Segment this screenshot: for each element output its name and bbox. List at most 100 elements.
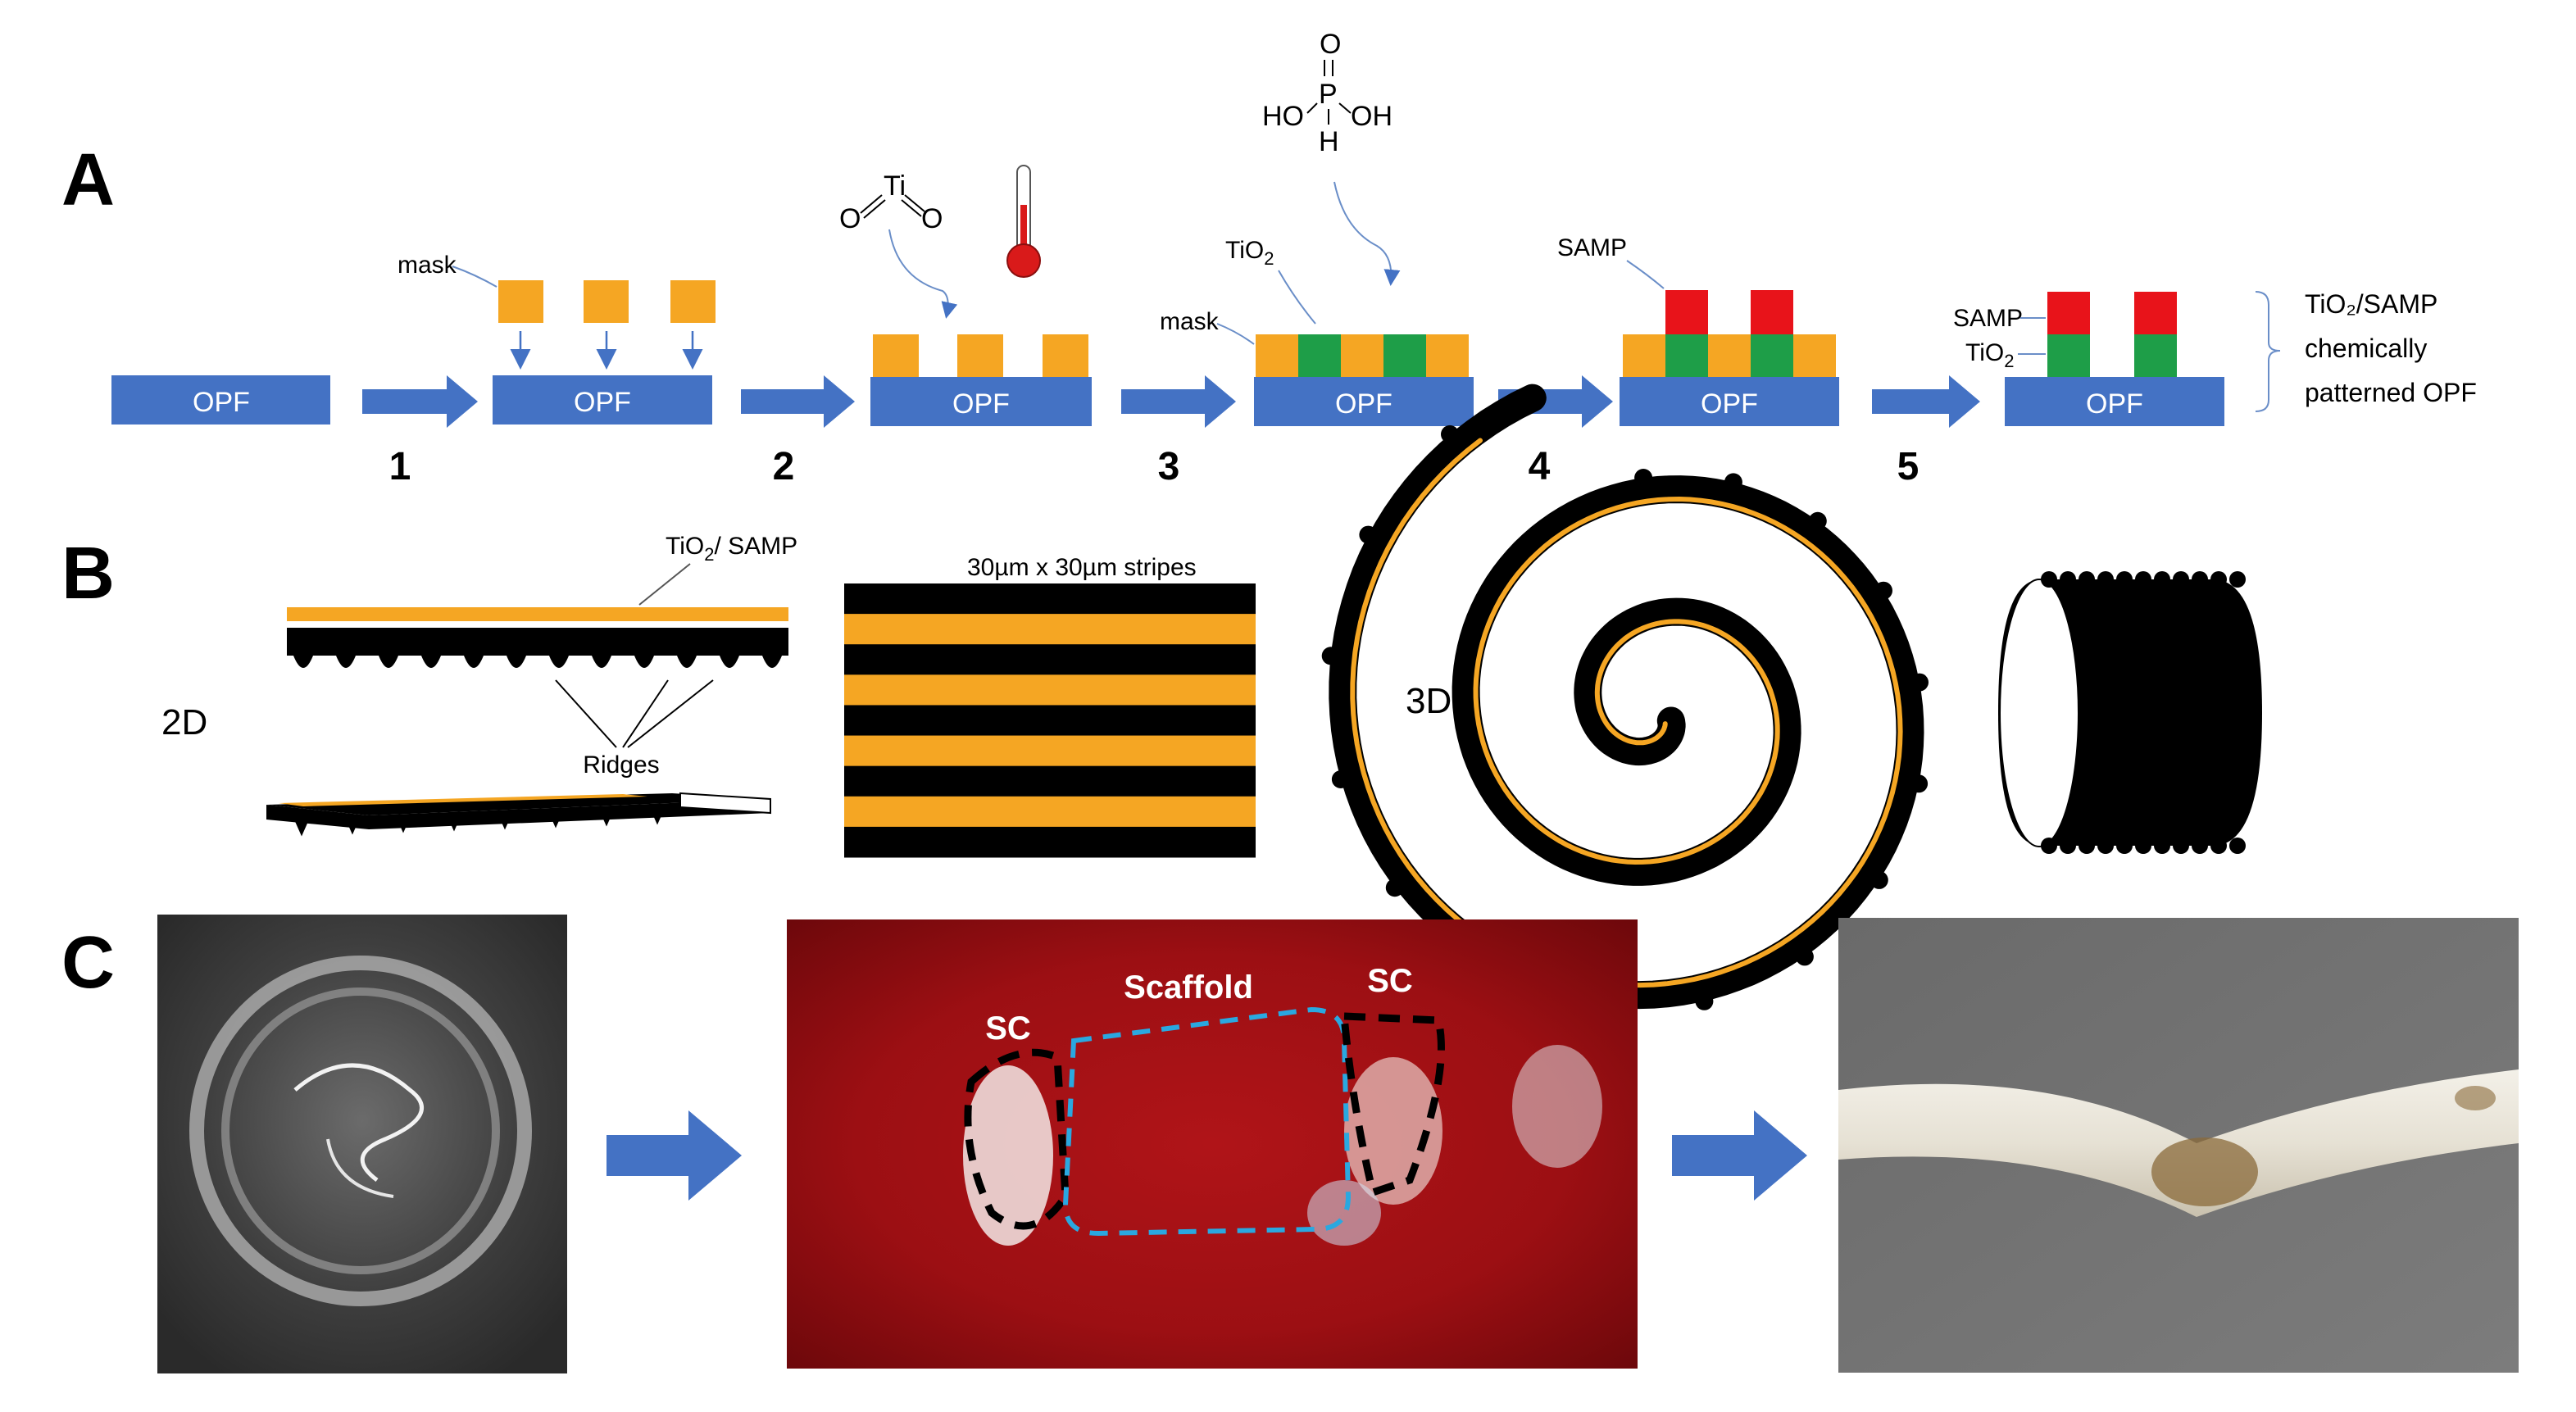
mask-block [873,334,919,377]
stripe [844,826,1256,858]
cylinder-ridge [2079,571,2095,588]
mask-block [1043,334,1088,377]
cylinder-ridge [2210,838,2227,854]
tube-outer-rim [189,956,532,1306]
tio2-label: TiO2 [1965,339,2014,371]
spiral-ridge [1795,947,1814,966]
cylinder-opening [1999,579,2079,847]
spiral-ridge [1808,511,1827,530]
opf-base [493,375,712,425]
mask-block [584,280,629,323]
sheet-cut [679,792,771,815]
bracket [2255,291,2281,412]
cylinder-ridge [2079,838,2095,854]
sheet-stripe [279,794,647,806]
stripe [844,674,1256,706]
tio2-block [2134,334,2177,377]
spiral-ridge [1910,774,1929,793]
sheet-ridge [599,809,614,827]
photo-background [787,919,1638,1369]
process-arrow-4 [1498,375,1613,428]
mask-leader-line [452,266,497,288]
photo-arrow-2 [1672,1110,1807,1201]
b-3d-section: 3D [1321,384,1929,1015]
hydroxyl-group: OH [1351,101,1392,132]
panel-label-a: A [61,139,115,221]
cylinder-ridge [2041,571,2057,588]
cylinder-ridge [2229,838,2246,854]
process-arrows [362,375,1980,428]
stripe-pattern: 30µm x 30µm stripes [844,554,1256,858]
bond-line [863,199,886,219]
sheet-ridge [345,817,360,835]
sheet-side [266,805,369,829]
spiral-ridge [1874,581,1892,600]
ridge-pointer [555,679,617,748]
spiral-ridge [1695,992,1714,1010]
process-arrow-3 [1121,375,1236,428]
stripes [844,583,1256,858]
result-line-3: patterned OPF [2305,378,2477,407]
sheet-top [266,793,770,815]
stage-1-mask: mask OPF [398,252,716,425]
cylinder-ridge [2192,838,2208,854]
tissue-highlight [1512,1045,1602,1168]
photo-scaffold-roll [157,915,567,1373]
sheet-front [369,799,770,829]
mask-block [957,334,1003,377]
cylinder-ridge [2060,571,2076,588]
tio2-block [1383,334,1426,377]
sheet-ridges [294,807,665,837]
mask-block [1623,334,1665,377]
sc-right-outline [1340,1012,1445,1197]
spiral-ridge [1870,870,1888,889]
tio2-samp-label: TiO2/ SAMP [666,533,797,565]
oxygen-atom: O [1320,29,1341,60]
opf-base [1254,377,1474,426]
spiral-ridge [1331,770,1350,788]
spiral-tio2-layer [1350,438,1903,988]
oxygen-atom: O [839,203,861,234]
stage-5-patterned: SAMP TiO2 OPF TiO₂/SAMP chemically patte… [1953,289,2477,426]
cylinder-ridge [2192,571,2208,588]
step-number-1: 1 [389,445,411,488]
photo-explant [1838,918,2519,1373]
cylinder-ridges [2041,571,2246,854]
cylinder-ridge [2135,838,2151,854]
spiral-ridge [1634,469,1653,487]
ridge-bump [720,656,739,668]
cylinder-ridge [2135,571,2151,588]
scaffold-label: Scaffold [1124,969,1253,1006]
sheet-ridge [650,807,665,825]
tio2-samp-leader [638,563,691,606]
sheet-ridge [497,812,512,830]
ridge-pointer [622,679,669,748]
thermometer-icon [1006,165,1041,278]
stripe [844,796,1256,828]
stripe [844,735,1256,767]
stripe [844,765,1256,797]
stripe [844,705,1256,737]
stripes-caption: 30µm x 30µm stripes [967,554,1197,581]
ridge-bump [336,656,356,668]
cylinder-ridge [2060,838,2076,854]
samp-label: SAMP [1557,234,1627,261]
ridge-bump [293,656,313,668]
label-3d: 3D [1406,681,1452,721]
tube-middle-rim [221,987,500,1274]
sc-left-label: SC [985,1010,1031,1047]
opf-label: OPF [1335,388,1392,420]
mask-block [1793,334,1836,377]
ridge-bump [464,656,484,668]
stripe [844,614,1256,645]
cylinder-ridge [2097,838,2114,854]
result-line-2: chemically [2305,334,2427,363]
tio2-leader-line [1278,270,1316,325]
spiral-ridge [1441,425,1459,443]
samp-label: SAMP [1953,305,2023,332]
photo-implant: SC Scaffold SC [787,919,1638,1369]
step-number-5: 5 [1897,445,1920,488]
step-number-2: 2 [773,445,795,488]
opf-label: OPF [1701,388,1758,420]
stage-0-opf: OPF [111,375,330,425]
